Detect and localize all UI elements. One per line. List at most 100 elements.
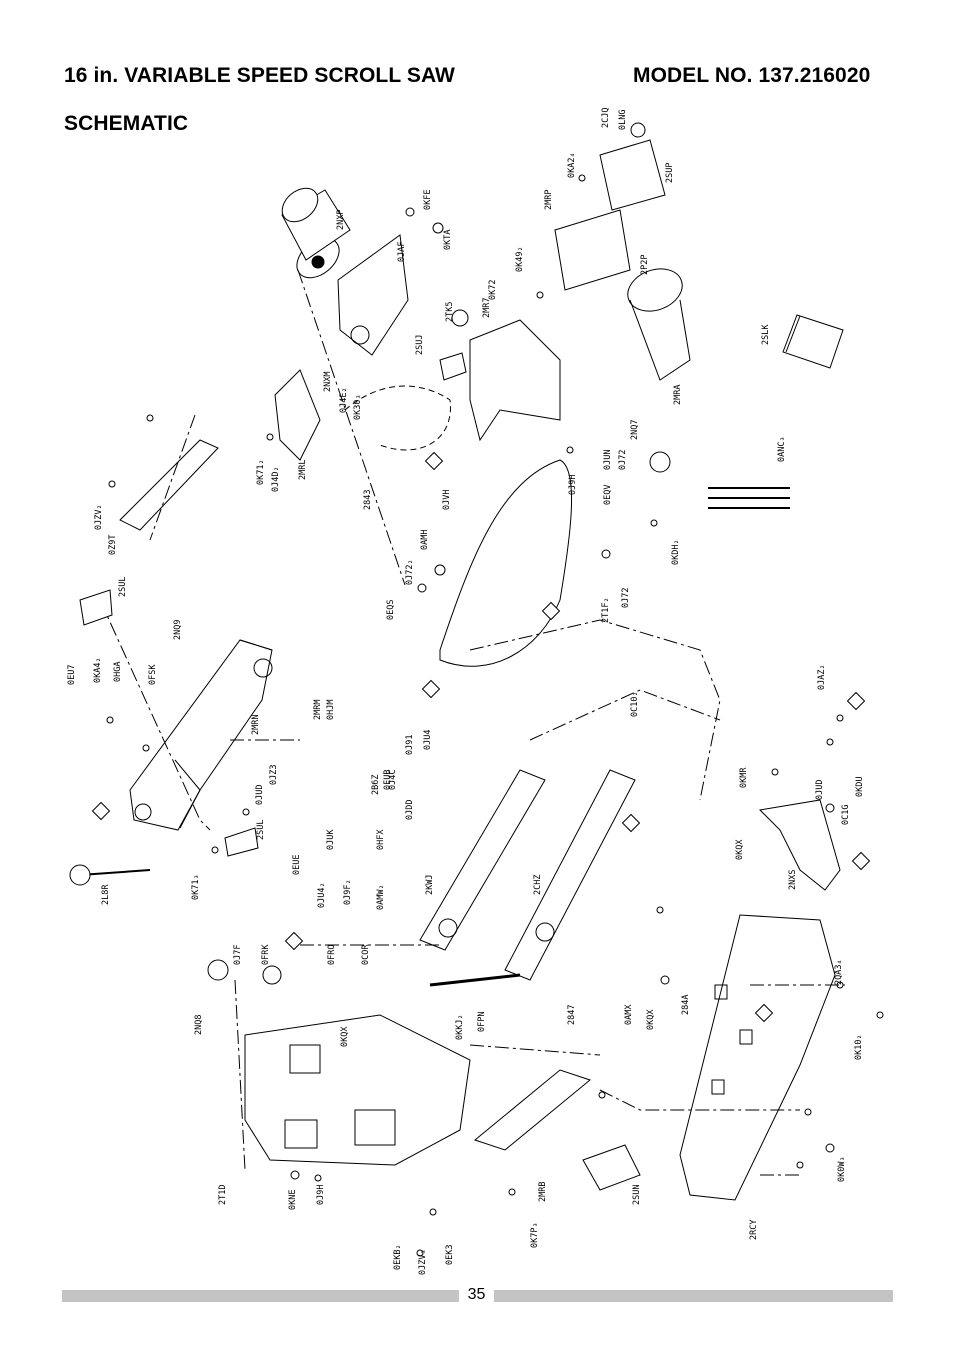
part-label: 0K72 (488, 280, 498, 300)
part-label: 2MRN (251, 715, 261, 735)
part-label: 2MRB (538, 1182, 548, 1202)
part-label: 2MRA (673, 385, 683, 405)
part-label: 0KQX (340, 1026, 350, 1047)
operator-manual-icon (782, 314, 844, 369)
part-label: 0KTA (443, 230, 453, 250)
part-label: 2SUL (118, 577, 128, 597)
part-label: 0JAZ₂ (817, 664, 827, 690)
part-label: 0J72 (618, 450, 628, 470)
part-label: 0HFX (376, 829, 386, 850)
part-label: 0C10₂ (630, 691, 640, 717)
part-label: 2TK5 (445, 302, 455, 322)
part-label: 2MRM (313, 700, 323, 720)
part-label: 2NXS (788, 870, 798, 890)
part-label: 0FRO (327, 945, 337, 965)
part-label: 0HGA (113, 662, 123, 682)
part-label: 0COR (361, 944, 371, 965)
part-label: 0JZV₂ (94, 504, 104, 530)
part-label: 0K71₃ (191, 874, 201, 900)
model-number: MODEL NO. 137.216020 (633, 64, 871, 87)
part-label: 0JDD (405, 800, 415, 820)
footer-bar-right (494, 1290, 893, 1302)
part-label: 2CHZ (533, 875, 543, 895)
part-label: 2SUJ (415, 335, 425, 355)
base-drawing (244, 1014, 471, 1166)
part-label: 0KNE (288, 1190, 298, 1210)
part-label: 2NQ7 (630, 420, 640, 440)
part-label: 2B6Z (371, 775, 381, 795)
part-label: 2MR7 (482, 298, 492, 318)
footer-bar-left (62, 1290, 459, 1302)
part-label: 284A (681, 995, 691, 1015)
part-label: 0JZV₃ (418, 1249, 428, 1275)
part-label: 0EKB₂ (393, 1244, 403, 1270)
part-label: 0EQS (386, 600, 396, 620)
part-label: 0JUD (255, 785, 265, 805)
part-label: 2L8R (101, 884, 111, 905)
part-label: 0AMX (624, 1004, 634, 1025)
part-label: 0EUE (292, 855, 302, 875)
part-label: 2NQ8 (194, 1015, 204, 1035)
part-label: 0JUD (815, 780, 825, 800)
part-label: 2NQ9 (173, 620, 183, 640)
part-label: 0Z9T (108, 535, 118, 555)
upper-arm-drawing (129, 639, 273, 831)
part-label: 2RCY (749, 1220, 759, 1240)
part-label: 0KKJ₂ (455, 1014, 465, 1040)
part-label: 0FRK (261, 944, 271, 965)
part-label: 0J9H (568, 475, 578, 495)
part-label: 2NXM (323, 372, 333, 392)
part-label: 0J72₂ (405, 559, 415, 585)
page-title: 16 in. VARIABLE SPEED SCROLL SAW (64, 64, 455, 87)
part-label: 0KA2₄ (567, 152, 577, 178)
part-label: 0J9F₂ (343, 879, 353, 905)
part-label: 0KQX (646, 1009, 656, 1030)
part-label: 0ANC₃ (777, 436, 787, 462)
part-label: 2SUL (256, 820, 266, 840)
part-label: 0EU7 (67, 665, 77, 685)
part-label: 0C1G (841, 805, 851, 825)
part-label: 0EK3 (445, 1245, 455, 1265)
part-label: 0KDH₂ (671, 539, 681, 565)
part-label: 0AMH (420, 530, 430, 550)
part-label: 2SUN (632, 1185, 642, 1205)
part-label: 0J4D₂ (271, 466, 281, 492)
part-label: 2MRP (544, 190, 554, 210)
part-label: 2P2P (640, 255, 650, 275)
part-label: 0JVH (442, 490, 452, 510)
part-label: 2CJQ (601, 108, 611, 128)
part-label: 0KQX (735, 839, 745, 860)
part-label: 0K71₂ (256, 459, 266, 485)
part-label: 0KMR (739, 767, 749, 788)
part-label: 0JUK (326, 829, 336, 850)
part-label: 0JU4₂ (317, 882, 327, 908)
part-label: 0K30₃ (353, 394, 363, 420)
part-label: 2SLK (761, 324, 771, 345)
part-label: 0J91 (405, 735, 415, 755)
part-label: 0K49₂ (515, 246, 525, 272)
part-label: 0JUN (603, 450, 613, 470)
part-label: 2T1D (218, 1185, 228, 1205)
part-label: 0FPN (477, 1012, 487, 1032)
part-label: 0KDU (855, 777, 865, 797)
part-label: 0K7P₃ (530, 1222, 540, 1248)
page-number: 35 (467, 1286, 486, 1303)
part-label: 0J4E₂ (339, 387, 349, 413)
part-label: 0K0W₃ (837, 1156, 847, 1182)
part-label: 0J9H (316, 1185, 326, 1205)
part-label: 0LNG (618, 110, 628, 130)
table-drawing (679, 914, 836, 1201)
part-label: 2MRL (298, 460, 308, 480)
part-label: 2QA3₄ (834, 959, 844, 985)
part-label: 0AMW₂ (376, 884, 386, 910)
part-label: 0EUB (383, 770, 393, 790)
part-label: 0JU4 (423, 730, 433, 750)
part-label: 0JZ3 (269, 765, 279, 785)
part-label: 2KWJ (425, 875, 435, 895)
part-label: 0EQV (603, 485, 613, 505)
part-label: 0FSK (148, 664, 158, 685)
part-label: 0K10₂ (854, 1034, 864, 1060)
part-label: 2847 (567, 1005, 577, 1025)
